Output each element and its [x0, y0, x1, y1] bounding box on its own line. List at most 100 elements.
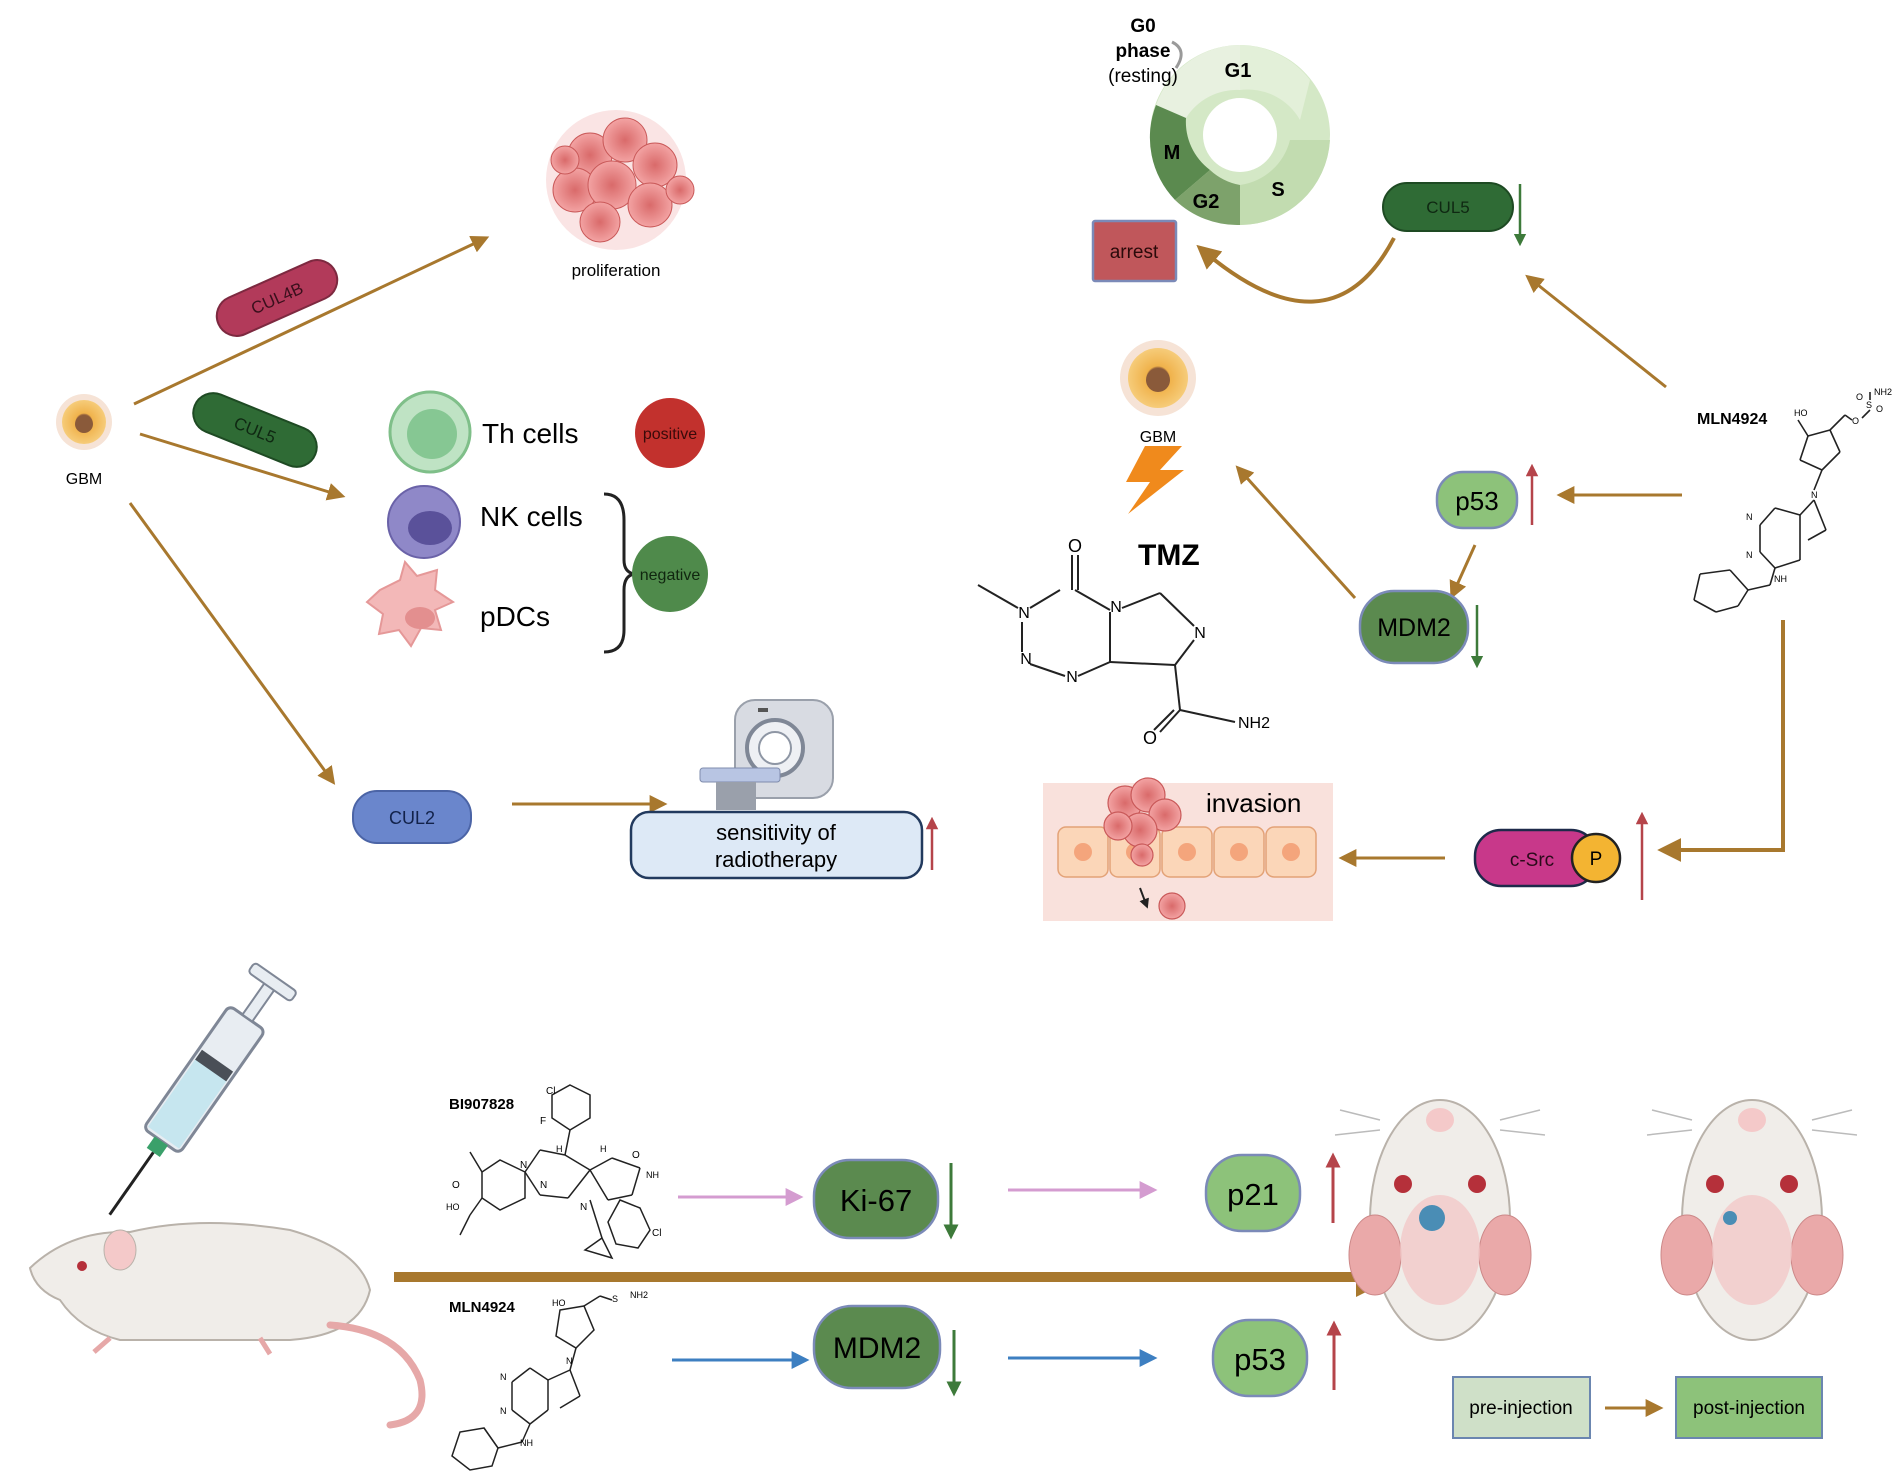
ki67-label: Ki-67 — [840, 1183, 912, 1218]
mdm2-bottom-pill: MDM2 — [812, 1304, 942, 1390]
nk-cell-icon — [387, 485, 461, 559]
p21-label: p21 — [1227, 1177, 1279, 1212]
post-injection-label: post-injection — [1693, 1398, 1805, 1419]
csrc-label: c-Src — [1510, 850, 1554, 871]
svg-text:HO: HO — [446, 1202, 460, 1212]
negative-badge: negative — [632, 536, 708, 612]
svg-text:N: N — [500, 1372, 507, 1382]
tmz-label: TMZ — [1138, 539, 1200, 572]
svg-text:HO: HO — [552, 1298, 566, 1308]
gbm-right-label: GBM — [1140, 429, 1176, 446]
mln4924-bottom-structure: MLN4924 HO S NH2 N N N NH — [443, 1290, 656, 1473]
svg-text:phase: phase — [1116, 41, 1171, 62]
arrow-mln-to-cul5 — [1525, 274, 1667, 389]
g2-label: G2 — [1193, 191, 1220, 213]
pdcs-label: pDCs — [480, 601, 550, 632]
svg-text:N: N — [1066, 669, 1078, 686]
svg-text:N: N — [1194, 625, 1206, 642]
mri-scanner-icon — [699, 699, 834, 810]
svg-text:Cl: Cl — [546, 1086, 555, 1097]
ki67-pill: Ki-67 — [812, 1158, 940, 1240]
negative-label: negative — [640, 567, 701, 584]
mouse-post-injection-icon — [1646, 1099, 1858, 1341]
svg-text:O: O — [1068, 536, 1082, 556]
cul5-left-pill: CUL5 — [192, 392, 318, 468]
svg-text:N: N — [500, 1406, 507, 1416]
phospho-label: P — [1590, 849, 1603, 870]
mdm2-bottom-label: MDM2 — [833, 1332, 921, 1365]
svg-text:NH: NH — [1774, 574, 1787, 584]
positive-badge: positive — [635, 398, 705, 468]
arrow-gbm-to-immune — [139, 432, 346, 501]
mouse-pre-injection-icon — [1334, 1099, 1546, 1341]
mln4924-top-structure: MLN4924 — [1692, 385, 1892, 615]
pdc-cell-icon — [365, 559, 456, 648]
m-label: M — [1164, 142, 1181, 164]
negative-brace — [603, 492, 635, 654]
mln4924-top-label: MLN4924 — [1697, 411, 1767, 428]
svg-text:O: O — [1852, 416, 1859, 426]
p53-bottom-pill: p53 — [1211, 1318, 1309, 1398]
svg-text:H: H — [600, 1144, 607, 1154]
arrow-gbm-to-proliferation — [133, 236, 490, 406]
invasion-label: invasion — [1206, 788, 1301, 818]
svg-text:N: N — [540, 1180, 547, 1191]
svg-text:NH: NH — [646, 1170, 659, 1180]
nk-cells-label: NK cells — [480, 501, 583, 532]
csrc-pill: c-Src P — [1473, 828, 1622, 888]
bi907828-structure: BI907828 Cl F H H O NH — [443, 1078, 665, 1268]
svg-text:N: N — [580, 1202, 587, 1213]
svg-text:(resting): (resting) — [1108, 66, 1178, 87]
svg-text:NH: NH — [520, 1438, 533, 1448]
svg-text:O: O — [452, 1180, 460, 1191]
svg-text:F: F — [540, 1116, 546, 1127]
p53-top-pill: p53 — [1435, 470, 1519, 530]
pre-injection-label: pre-injection — [1469, 1398, 1573, 1419]
svg-text:O: O — [1876, 404, 1883, 414]
svg-text:N: N — [520, 1160, 527, 1171]
tumor-cluster-icon — [546, 110, 695, 250]
cul5-right-label: CUL5 — [1426, 198, 1469, 217]
svg-text:O: O — [1856, 392, 1863, 402]
arrow-cul5-to-arrest — [1196, 237, 1396, 304]
svg-text:N: N — [1746, 550, 1753, 560]
proliferation-label: proliferation — [572, 261, 661, 280]
s-label: S — [1271, 179, 1284, 201]
mln4924-bottom-label: MLN4924 — [449, 1299, 516, 1316]
sensitivity-line1: sensitivity of — [716, 820, 837, 845]
svg-text:NH2: NH2 — [1238, 715, 1270, 732]
post-injection-box: post-injection — [1675, 1376, 1823, 1439]
g0-curved-arrow-icon — [1171, 40, 1183, 69]
arrow-gbm-to-cul2 — [128, 502, 336, 785]
svg-text:N: N — [566, 1356, 573, 1366]
radiotherapy-box: sensitivity of radiotherapy — [629, 810, 924, 880]
svg-text:O: O — [632, 1150, 640, 1161]
gbm-cell-right-icon — [1120, 340, 1196, 416]
bi907828-label: BI907828 — [449, 1096, 514, 1113]
svg-text:G0: G0 — [1130, 16, 1155, 37]
arrest-label: arrest — [1110, 242, 1159, 263]
cul5-right-pill: CUL5 — [1382, 182, 1514, 232]
svg-text:NH2: NH2 — [630, 1290, 648, 1300]
svg-text:O: O — [1143, 728, 1157, 748]
positive-label: positive — [643, 426, 697, 443]
arrow-mdm2-to-gbm — [1235, 465, 1357, 600]
sensitivity-line2: radiotherapy — [715, 847, 837, 872]
svg-text:S: S — [1866, 400, 1872, 410]
svg-text:N: N — [1746, 512, 1753, 522]
svg-text:N: N — [1018, 605, 1030, 622]
lightning-icon — [1126, 446, 1184, 514]
p53-bottom-label: p53 — [1234, 1342, 1286, 1377]
pre-injection-box: pre-injection — [1452, 1376, 1591, 1439]
gbm-cell-left-icon — [56, 394, 112, 450]
cell-cycle-wheel: G1 S G2 M — [1149, 45, 1330, 226]
g1-label: G1 — [1225, 60, 1252, 82]
cul2-label: CUL2 — [389, 808, 435, 828]
invasion-panel: invasion — [1043, 777, 1333, 921]
arrest-box: arrest — [1091, 219, 1178, 283]
svg-text:N: N — [1811, 490, 1818, 500]
th-cells-label: Th cells — [482, 418, 578, 449]
p53-top-label: p53 — [1455, 486, 1498, 516]
svg-text:N: N — [1110, 599, 1122, 616]
